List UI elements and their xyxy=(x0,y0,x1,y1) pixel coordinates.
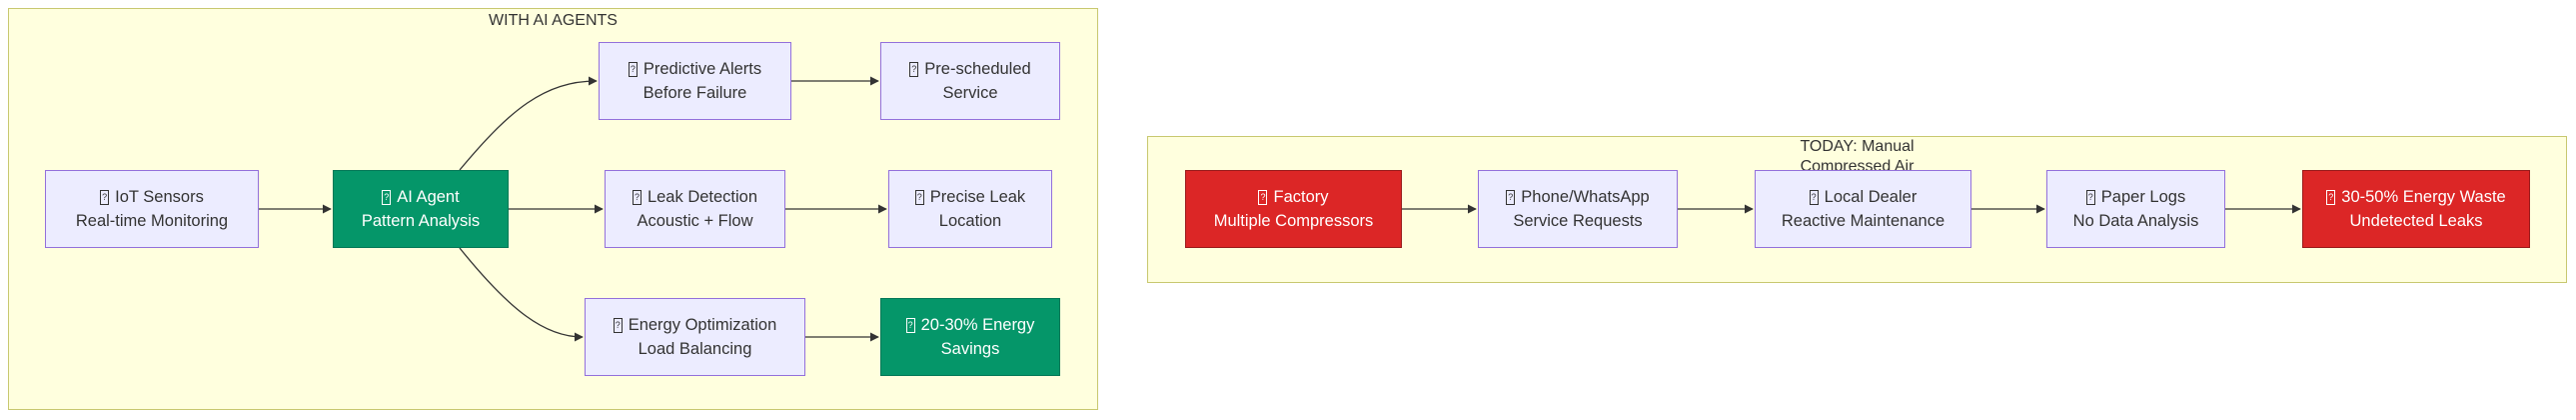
node-leak-line2: Acoustic + Flow xyxy=(637,212,753,230)
node-alerts-line1: Predictive Alerts xyxy=(643,60,762,78)
node-iot-line2: Real-time Monitoring xyxy=(75,212,229,230)
node-energy-savings[interactable]: ? 20-30% Energy Savings xyxy=(880,298,1060,376)
node-location-line1: Precise Leak xyxy=(929,188,1026,206)
emoji-icon: ? xyxy=(914,189,924,205)
node-factory-line1: Factory xyxy=(1273,188,1329,206)
emoji-icon: ? xyxy=(100,189,110,205)
node-logs-line2: No Data Analysis xyxy=(2072,212,2199,230)
node-leak-line1: Leak Detection xyxy=(646,188,758,206)
node-location-line2: Location xyxy=(938,212,1002,230)
emoji-icon: ? xyxy=(1506,189,1516,205)
node-savings-line2: Savings xyxy=(940,340,1000,358)
node-paper-logs[interactable]: ? Paper Logs No Data Analysis xyxy=(2046,170,2225,248)
node-pre-scheduled[interactable]: ? Pre-scheduled Service xyxy=(880,42,1060,120)
node-waste-line2: Undetected Leaks xyxy=(2349,212,2483,230)
edge-agent-alerts xyxy=(459,76,598,171)
node-prescheduled-line1: Pre-scheduled xyxy=(924,60,1031,78)
node-logs-line1: Paper Logs xyxy=(2100,188,2186,206)
node-alerts-line2: Before Failure xyxy=(643,84,747,102)
emoji-icon: ? xyxy=(905,317,915,333)
node-waste-line1: 30-50% Energy Waste xyxy=(2341,188,2506,206)
node-phone-line2: Service Requests xyxy=(1513,212,1643,230)
emoji-icon: ? xyxy=(382,189,392,205)
node-phone-line1: Phone/WhatsApp xyxy=(1521,188,1650,206)
node-agent-line2: Pattern Analysis xyxy=(361,212,481,230)
node-phone-whatsapp[interactable]: ? Phone/WhatsApp Service Requests xyxy=(1478,170,1678,248)
node-factory-line2: Multiple Compressors xyxy=(1213,212,1374,230)
node-prescheduled-line2: Service xyxy=(942,84,998,102)
node-leak-detection[interactable]: ?Leak Detection Acoustic + Flow xyxy=(605,170,785,248)
cluster-title-today-line1: TODAY: Manual xyxy=(1800,138,1915,155)
node-savings-line1: 20-30% Energy xyxy=(920,316,1035,334)
cluster-title-ai: WITH AI AGENTS xyxy=(489,12,618,29)
emoji-icon: ? xyxy=(2085,189,2095,205)
emoji-icon: ? xyxy=(909,61,919,77)
emoji-icon: ? xyxy=(1258,189,1268,205)
emoji-icon: ? xyxy=(2326,189,2336,205)
node-precise-leak-location[interactable]: ? Precise Leak Location xyxy=(888,170,1052,248)
node-dealer-line2: Reactive Maintenance xyxy=(1781,212,1945,230)
node-energy-waste[interactable]: ? 30-50% Energy Waste Undetected Leaks xyxy=(2302,170,2530,248)
node-iot-sensors[interactable]: ? IoT Sensors Real-time Monitoring xyxy=(45,170,259,248)
emoji-icon: ? xyxy=(632,189,642,205)
emoji-icon: ? xyxy=(1809,189,1819,205)
edge-agent-energy xyxy=(459,247,584,342)
node-energy-optimization[interactable]: ? Energy Optimization Load Balancing xyxy=(585,298,805,376)
node-energy-line1: Energy Optimization xyxy=(628,316,777,334)
node-agent-line1: AI Agent xyxy=(397,188,460,206)
node-iot-line1: IoT Sensors xyxy=(115,188,204,206)
node-predictive-alerts[interactable]: ? Predictive Alerts Before Failure xyxy=(599,42,791,120)
emoji-icon: ? xyxy=(613,317,623,333)
node-energy-line2: Load Balancing xyxy=(638,340,752,358)
node-local-dealer[interactable]: ? Local Dealer Reactive Maintenance xyxy=(1755,170,1971,248)
node-factory[interactable]: ? Factory Multiple Compressors xyxy=(1185,170,1402,248)
node-ai-agent[interactable]: ? AI Agent Pattern Analysis xyxy=(333,170,509,248)
node-dealer-line1: Local Dealer xyxy=(1824,188,1918,206)
emoji-icon: ? xyxy=(628,61,638,77)
